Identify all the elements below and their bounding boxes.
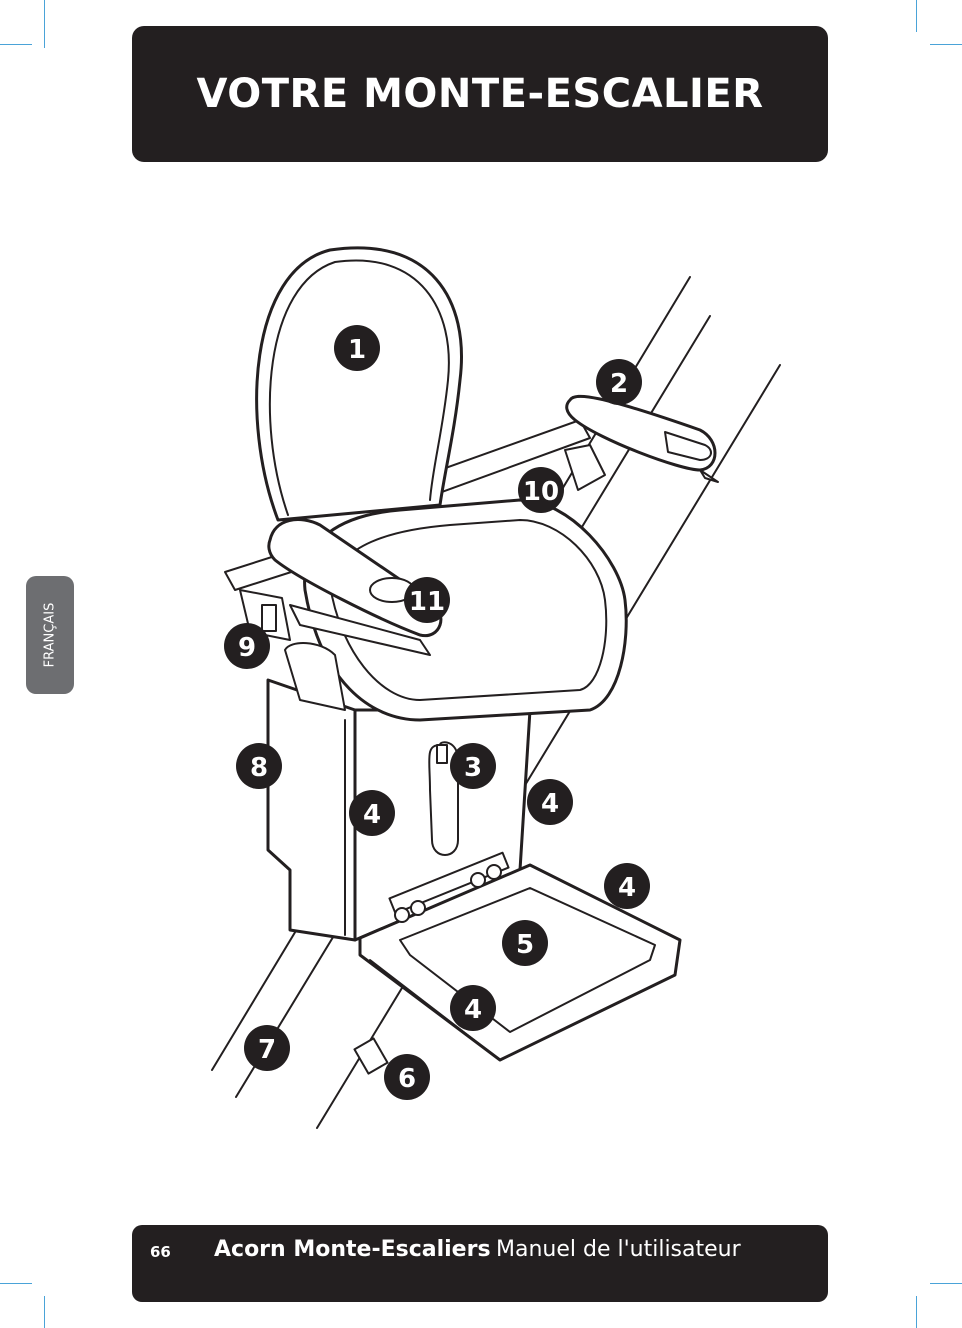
callout-1: 1: [334, 325, 380, 371]
svg-text:11: 11: [409, 587, 445, 617]
callout-4: 4: [349, 790, 395, 836]
crop-mark: [44, 0, 45, 48]
callout-7: 7: [244, 1025, 290, 1071]
page-title: VOTRE MONTE-ESCALIER: [196, 71, 764, 117]
callout-10: 10: [518, 467, 564, 513]
callouts: 1 2 10 11 9 8 3 4 4 4 5 4 7 6: [224, 325, 650, 1100]
svg-text:9: 9: [238, 633, 256, 663]
svg-text:4: 4: [618, 873, 636, 903]
crop-mark: [930, 1283, 962, 1284]
callout-8: 8: [236, 743, 282, 789]
svg-text:1: 1: [348, 335, 366, 365]
svg-text:8: 8: [250, 753, 268, 783]
page-footer: 66 Acorn Monte-Escaliers Manuel de l'uti…: [132, 1225, 828, 1302]
callout-11: 11: [404, 577, 450, 623]
crop-mark: [930, 44, 962, 45]
callout-5: 5: [502, 920, 548, 966]
svg-text:4: 4: [464, 995, 482, 1025]
crop-mark: [0, 1283, 32, 1284]
svg-text:6: 6: [398, 1064, 416, 1094]
page-header: VOTRE MONTE-ESCALIER: [132, 26, 828, 162]
svg-text:5: 5: [516, 930, 534, 960]
language-tab: FRANÇAIS: [26, 576, 74, 694]
footer-title: Manuel de l'utilisateur: [496, 1237, 741, 1262]
crop-mark: [916, 1296, 917, 1328]
callout-4: 4: [527, 779, 573, 825]
crop-mark: [916, 0, 917, 32]
svg-text:4: 4: [363, 800, 381, 830]
crop-mark: [0, 44, 32, 45]
page-number: 66: [150, 1243, 171, 1261]
svg-text:3: 3: [464, 753, 482, 783]
svg-text:7: 7: [258, 1035, 276, 1065]
callout-3: 3: [450, 743, 496, 789]
callout-4: 4: [450, 985, 496, 1031]
callout-9: 9: [224, 623, 270, 669]
svg-text:4: 4: [541, 789, 559, 819]
footer-brand: Acorn Monte-Escaliers: [214, 1237, 491, 1262]
svg-text:2: 2: [610, 369, 628, 399]
callout-2: 2: [596, 359, 642, 405]
svg-text:10: 10: [523, 477, 559, 507]
callout-6: 6: [384, 1054, 430, 1100]
callout-4: 4: [604, 863, 650, 909]
crop-mark: [44, 1296, 45, 1328]
